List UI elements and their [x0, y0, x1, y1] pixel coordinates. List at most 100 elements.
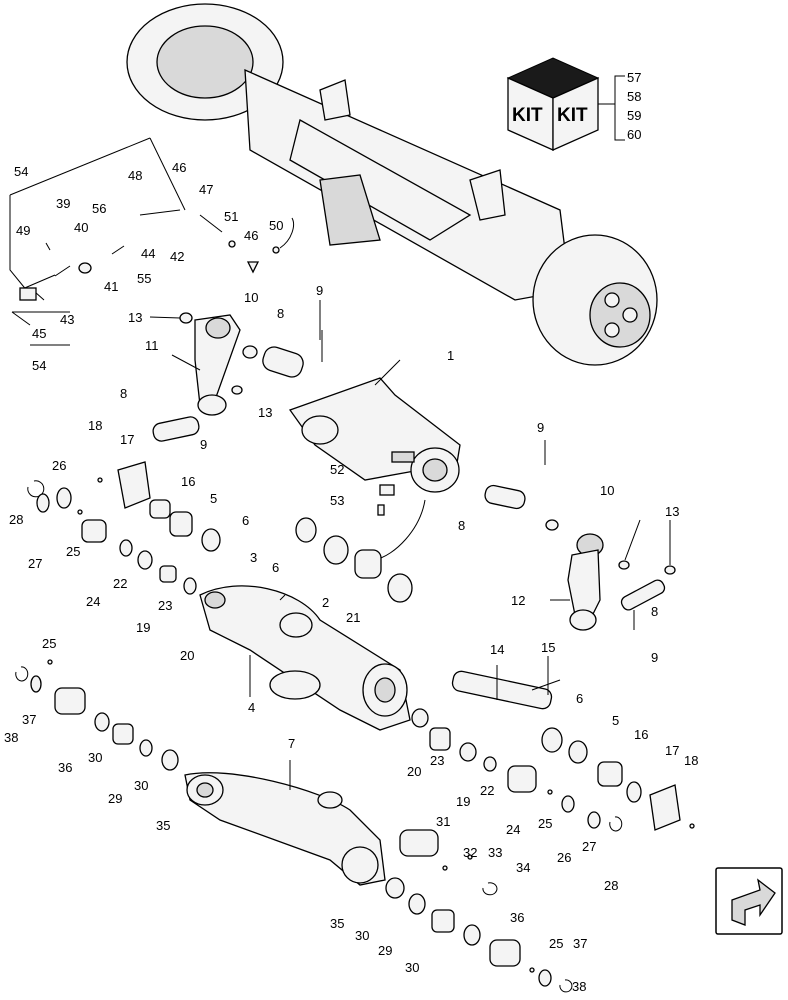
- callout-16a: 16: [181, 474, 195, 489]
- callout-23b: 23: [430, 753, 444, 768]
- callout-18b: 18: [684, 753, 698, 768]
- callout-3: 3: [250, 550, 257, 565]
- callout-25b: 25: [42, 636, 56, 651]
- actuator-right: [484, 484, 676, 631]
- kit-label-right: KIT: [557, 105, 588, 126]
- callout-15: 15: [541, 640, 555, 655]
- callout-28a: 28: [9, 512, 23, 527]
- callout-9c: 9: [537, 420, 544, 435]
- main-bracket: [288, 377, 461, 561]
- callout-6b: 6: [272, 560, 279, 575]
- callout-47: 47: [199, 182, 213, 197]
- lower-left-parts-stack: [15, 659, 179, 771]
- lower-arm: [184, 772, 386, 886]
- callout-36b: 36: [510, 910, 524, 925]
- callout-10a: 10: [244, 290, 258, 305]
- hardware-group-upper-left: [9, 137, 294, 346]
- kit-part-57: 57: [627, 70, 641, 85]
- callout-25a: 25: [66, 544, 80, 559]
- callout-39: 39: [56, 196, 70, 211]
- callout-48: 48: [128, 168, 142, 183]
- callout-19a: 19: [136, 620, 150, 635]
- callout-51: 51: [224, 209, 238, 224]
- callout-13b: 13: [258, 405, 272, 420]
- callout-26a: 26: [52, 458, 66, 473]
- callout-17b: 17: [665, 743, 679, 758]
- kit-part-58: 58: [627, 89, 641, 104]
- callout-35a: 35: [156, 818, 170, 833]
- callout-28b: 28: [604, 878, 618, 893]
- callout-24b: 24: [506, 822, 520, 837]
- callout-40: 40: [74, 220, 88, 235]
- callout-6a: 6: [242, 513, 249, 528]
- callout-37a: 37: [22, 712, 36, 727]
- callout-46a: 46: [172, 160, 186, 175]
- callout-11: 11: [145, 338, 159, 353]
- callout-46b: 46: [244, 228, 258, 243]
- callout-44: 44: [141, 246, 155, 261]
- callout-21: 21: [346, 610, 360, 625]
- callout-12: 12: [511, 593, 525, 608]
- callout-43: 43: [60, 312, 74, 327]
- callout-49: 49: [16, 223, 30, 238]
- callout-25d: 25: [549, 936, 563, 951]
- lower-right-parts-stack: [385, 670, 695, 993]
- callout-27b: 27: [582, 839, 596, 854]
- callout-30a: 30: [88, 750, 102, 765]
- callout-20b: 20: [407, 764, 421, 779]
- callout-30b: 30: [134, 778, 148, 793]
- callout-22b: 22: [480, 783, 494, 798]
- callout-53: 53: [330, 493, 344, 508]
- callout-labels: 1 2 3 4 5 5 6 6 6 7 8 8 8 8 9 9 9 9 10 1…: [4, 160, 698, 994]
- callout-22a: 22: [113, 576, 127, 591]
- callout-2: 2: [322, 595, 329, 610]
- kit-part-59: 59: [627, 108, 641, 123]
- callout-7: 7: [288, 736, 295, 751]
- actuator-left: [152, 312, 323, 442]
- callout-4: 4: [248, 700, 255, 715]
- callout-25c: 25: [538, 816, 552, 831]
- callout-9d: 9: [651, 650, 658, 665]
- callout-8b: 8: [120, 386, 127, 401]
- callout-54b: 54: [32, 358, 46, 373]
- callout-10b: 10: [600, 483, 614, 498]
- callout-20a: 20: [180, 648, 194, 663]
- callout-8c: 8: [458, 518, 465, 533]
- callout-41: 41: [104, 279, 118, 294]
- callout-50: 50: [269, 218, 283, 233]
- callout-34: 34: [516, 860, 530, 875]
- next-page-arrow-icon[interactable]: [715, 867, 783, 935]
- main-arm: [199, 585, 411, 731]
- leader-lines: [149, 300, 671, 790]
- callout-45: 45: [32, 326, 46, 341]
- callout-1: 1: [447, 348, 454, 363]
- callout-52: 52: [330, 462, 344, 477]
- callout-35b: 35: [330, 916, 344, 931]
- callout-38b: 38: [572, 979, 586, 994]
- callout-13c: 13: [665, 504, 679, 519]
- callout-31: 31: [436, 814, 450, 829]
- kit-box: KIT KIT 57 58 59 60: [506, 57, 641, 152]
- callout-32: 32: [463, 845, 477, 860]
- callout-26b: 26: [557, 850, 571, 865]
- callout-5a: 5: [210, 491, 217, 506]
- callout-27a: 27: [28, 556, 42, 571]
- axle-assembly: [126, 3, 658, 366]
- kit-label-left: KIT: [512, 105, 543, 126]
- callout-9a: 9: [316, 283, 323, 298]
- callout-56: 56: [92, 201, 106, 216]
- callout-54a: 54: [14, 164, 28, 179]
- callout-55: 55: [137, 271, 151, 286]
- kit-part-60: 60: [627, 127, 641, 142]
- callout-18a: 18: [88, 418, 102, 433]
- callout-16b: 16: [634, 727, 648, 742]
- callout-8a: 8: [277, 306, 284, 321]
- callout-8d: 8: [651, 604, 658, 619]
- callout-36a: 36: [58, 760, 72, 775]
- callout-19b: 19: [456, 794, 470, 809]
- callout-6c: 6: [576, 691, 583, 706]
- left-parts-stack: [27, 461, 413, 603]
- callout-30c: 30: [355, 928, 369, 943]
- callout-33: 33: [488, 845, 502, 860]
